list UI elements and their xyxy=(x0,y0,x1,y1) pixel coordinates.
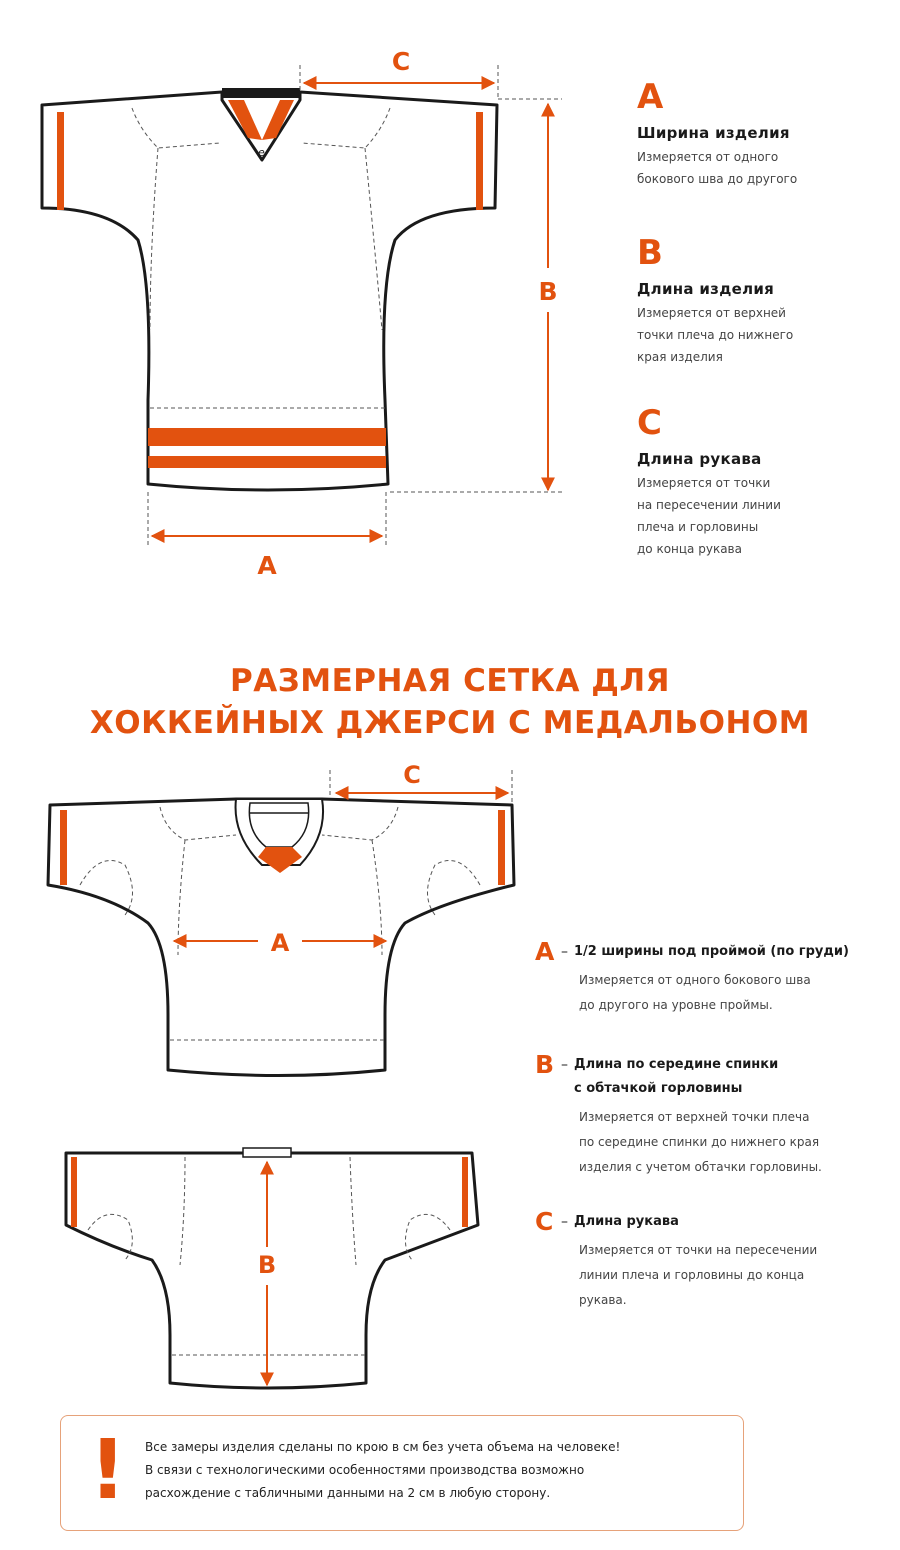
legend-top-item-b: B Длина изделия Измеряется от верхней то… xyxy=(637,236,887,368)
sleeve-stripe-right xyxy=(498,810,505,885)
legend-letter: C xyxy=(637,403,662,443)
sleeve-stripe-left xyxy=(60,810,67,885)
heading-line-2: ХОККЕЙНЫХ ДЖЕРСИ С МЕДАЛЬОНОМ xyxy=(89,705,811,741)
dimension-c-label: C xyxy=(392,47,410,76)
legend-letter: B xyxy=(637,233,663,273)
exclamation-icon: ! xyxy=(89,1423,127,1518)
legend-top-item-a: A Ширина изделия Измеряется от одного бо… xyxy=(637,80,887,190)
legend-description: Измеряется от точки на пересечении линии… xyxy=(579,1243,818,1307)
legend-letter: A xyxy=(637,77,664,117)
legend-top-item-c: C Длина рукава Измеряется от точки на пе… xyxy=(637,406,887,560)
sleeve-stripe-left xyxy=(71,1157,77,1227)
legend-title: 1/2 ширины под проймой (по груди) xyxy=(574,944,849,959)
notice-box: ! Все замеры изделия сделаны по крою в с… xyxy=(60,1415,744,1531)
sleeve-stripe-left xyxy=(57,112,64,210)
legend-title: Ширина изделия xyxy=(637,124,790,142)
legend-title: Длина по середине спинки с обтачкой горл… xyxy=(574,1057,779,1096)
jersey-diagram-back: B xyxy=(64,1147,480,1390)
jersey-diagram-top: e A B C xyxy=(40,47,562,580)
dimension-c-label: C xyxy=(403,761,421,789)
notice-line-1: Все замеры изделия сделаны по крою в см … xyxy=(145,1440,621,1454)
legend-bottom-item-c: C – Длина рукава Измеряется от точки на … xyxy=(535,1207,875,1313)
heading-line-1: РАЗМЕРНАЯ СЕТКА ДЛЯ xyxy=(229,663,670,699)
notice-line-2: В связи с технологическими особенностями… xyxy=(145,1463,585,1477)
sleeve-stripe-right xyxy=(462,1157,468,1227)
legend-description: Измеряется от верхней точки плеча до ниж… xyxy=(637,306,794,364)
neck-tape xyxy=(242,1147,292,1158)
legend-bottom-item-b: B – Длина по середине спинки с обтачкой … xyxy=(535,1050,875,1180)
collar-band xyxy=(222,88,300,98)
medallion-insert xyxy=(258,847,302,873)
logo-icon: e xyxy=(258,146,265,159)
dimension-a-label: A xyxy=(271,929,290,957)
legend-title: Длина рукава xyxy=(637,450,762,468)
legend-dash: – xyxy=(561,1057,568,1073)
jersey-diagram-front: A C xyxy=(46,761,516,1077)
legend-letter: A xyxy=(535,937,555,966)
legend-dash: – xyxy=(561,1214,568,1230)
hem-stripe-wide xyxy=(148,428,386,446)
sleeve-stripe-right xyxy=(476,112,483,210)
dimension-a-label: A xyxy=(257,551,277,580)
legend-description: Измеряется от точки на пересечении линии… xyxy=(637,476,781,556)
notice-line-3: расхождение с табличными данными на 2 см… xyxy=(145,1486,551,1500)
jersey-outline xyxy=(64,1151,480,1390)
legend-title: Длина изделия xyxy=(637,280,775,298)
hem-stripe-narrow xyxy=(148,456,386,468)
jersey-outline xyxy=(40,90,499,492)
legend-description: Измеряется от верхней точки плеча по сер… xyxy=(579,1110,822,1174)
legend-description: Измеряется от одного бокового шва до дру… xyxy=(579,973,811,1012)
legend-letter: C xyxy=(535,1207,554,1236)
legend-title: Длина рукава xyxy=(574,1214,679,1229)
legend-bottom-item-a: A – 1/2 ширины под проймой (по груди) Из… xyxy=(535,937,875,1018)
legend-dash: – xyxy=(561,944,568,960)
page-heading: РАЗМЕРНАЯ СЕТКА ДЛЯ ХОККЕЙНЫХ ДЖЕРСИ С М… xyxy=(0,660,900,744)
legend-letter: B xyxy=(535,1050,555,1079)
legend-description: Измеряется от одного бокового шва до дру… xyxy=(637,150,798,186)
dimension-b-label: B xyxy=(258,1251,276,1279)
jersey-outline xyxy=(46,797,516,1077)
dimension-b-label: B xyxy=(538,277,557,306)
